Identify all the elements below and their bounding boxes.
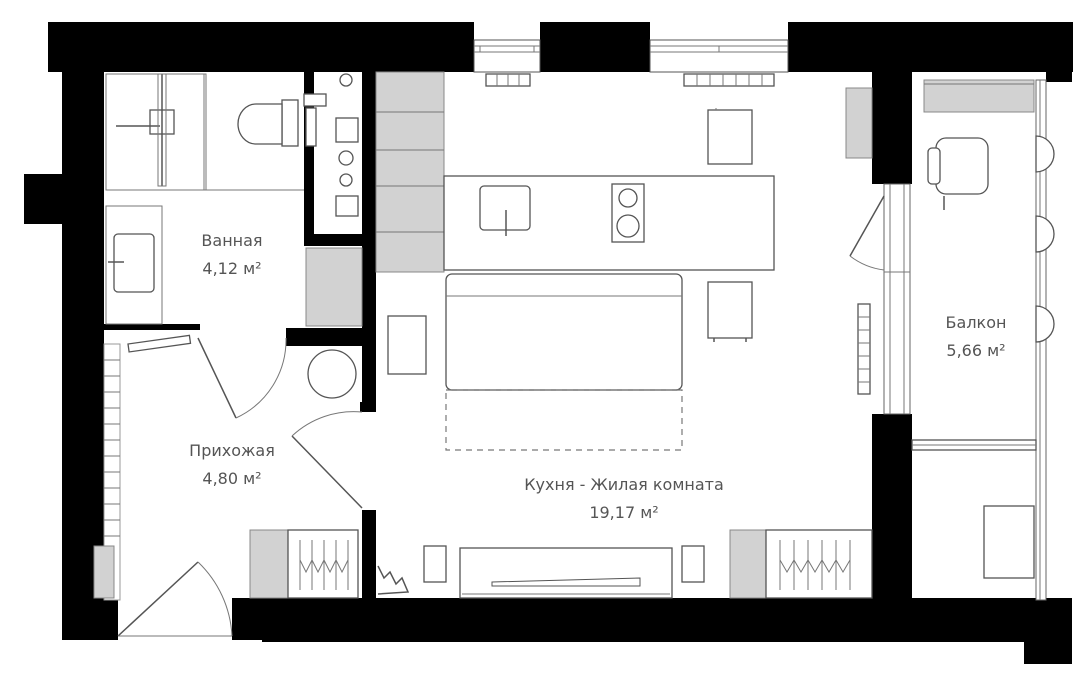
- kitchen-living-area: 19,17 м²: [589, 503, 658, 522]
- wall-bottom-right: [874, 598, 1024, 642]
- towel-rack: [303, 93, 327, 107]
- kitchen-column: [375, 71, 445, 273]
- window-right: [649, 39, 789, 73]
- water-heater: [307, 349, 357, 399]
- wall-right-bottom: [1024, 598, 1072, 664]
- wall-left-bump: [24, 174, 64, 224]
- side-table: [387, 315, 427, 375]
- wall-core-left: [304, 72, 314, 238]
- tv-unit: [459, 547, 673, 599]
- hall-wardrobe: [93, 343, 121, 601]
- toilet: [237, 99, 299, 147]
- wall-balcony-lower: [872, 414, 912, 600]
- wall-balcony-upper: [872, 72, 912, 184]
- armchair: [927, 137, 989, 210]
- corner-symbol: [377, 565, 410, 595]
- balcony-area: 5,66 м²: [946, 341, 1005, 360]
- radiators: [485, 73, 871, 395]
- balcony-table: [983, 505, 1035, 579]
- wall-bottom-left: [62, 598, 118, 640]
- kitchen-sink: [479, 185, 531, 231]
- wall-bath-hall-right: [286, 328, 376, 346]
- entrance-door: [117, 561, 233, 637]
- fridge: [845, 87, 873, 159]
- wall-bath-bottom: [104, 324, 200, 330]
- bathroom-area: 4,12 м²: [202, 259, 261, 278]
- kitchen-living-name: Кухня - Жилая комната: [524, 475, 724, 494]
- living-wardrobe: [729, 529, 873, 599]
- wall-bottom: [232, 598, 874, 640]
- balcony-fixtures: [911, 79, 1055, 579]
- bathroom-name: Ванная: [201, 231, 262, 250]
- speaker-right: [681, 545, 705, 583]
- balcony-seat-3: [1035, 305, 1055, 343]
- balcony-seat-1: [1035, 135, 1055, 173]
- radiator-right: [683, 73, 775, 87]
- wall-top-left: [48, 22, 474, 72]
- balcony-name: Балкон: [946, 313, 1007, 332]
- speaker-left: [423, 545, 447, 583]
- bathroom-door: [127, 334, 287, 419]
- washing-machine: [305, 247, 363, 327]
- wall-right: [1046, 22, 1072, 82]
- wall-top-right: [788, 22, 1073, 72]
- wall-bottom-step: [262, 638, 1024, 642]
- balcony-cabinet-top: [923, 79, 1035, 113]
- wall-left: [62, 22, 104, 640]
- kitchen-counter: [443, 175, 775, 271]
- bathroom-sink: [105, 205, 163, 325]
- wall-core-bottom: [304, 234, 376, 246]
- balcony-door-glazing: [883, 183, 911, 415]
- balcony-door: [849, 195, 885, 271]
- shoe-cabinet: [249, 529, 359, 599]
- wall-top-mid: [540, 22, 650, 72]
- hallway-name: Прихожая: [189, 441, 275, 460]
- window-left: [473, 39, 541, 73]
- balcony-seat-2: [1035, 215, 1055, 253]
- sofa: [445, 273, 683, 451]
- radiator-left: [485, 73, 531, 87]
- wall-core-right: [362, 72, 376, 412]
- living-room-door: [291, 411, 363, 509]
- chair-bottom: [707, 281, 753, 339]
- radiator-living-right: [857, 303, 871, 395]
- balcony-divider: [911, 439, 1037, 451]
- bathroom-fixtures: [105, 73, 363, 327]
- hallway-area: 4,80 м²: [202, 469, 261, 488]
- wall-hall-door-jamb: [360, 402, 376, 412]
- kitchen-living-fixtures: [375, 71, 885, 599]
- room-labels: Ванная 4,12 м² Прихожая 4,80 м² Кухня - …: [189, 231, 1006, 522]
- wall-hall-right: [362, 510, 376, 600]
- walls: [24, 22, 1073, 664]
- hallway-fixtures: [93, 334, 363, 637]
- chair-top: [707, 109, 753, 165]
